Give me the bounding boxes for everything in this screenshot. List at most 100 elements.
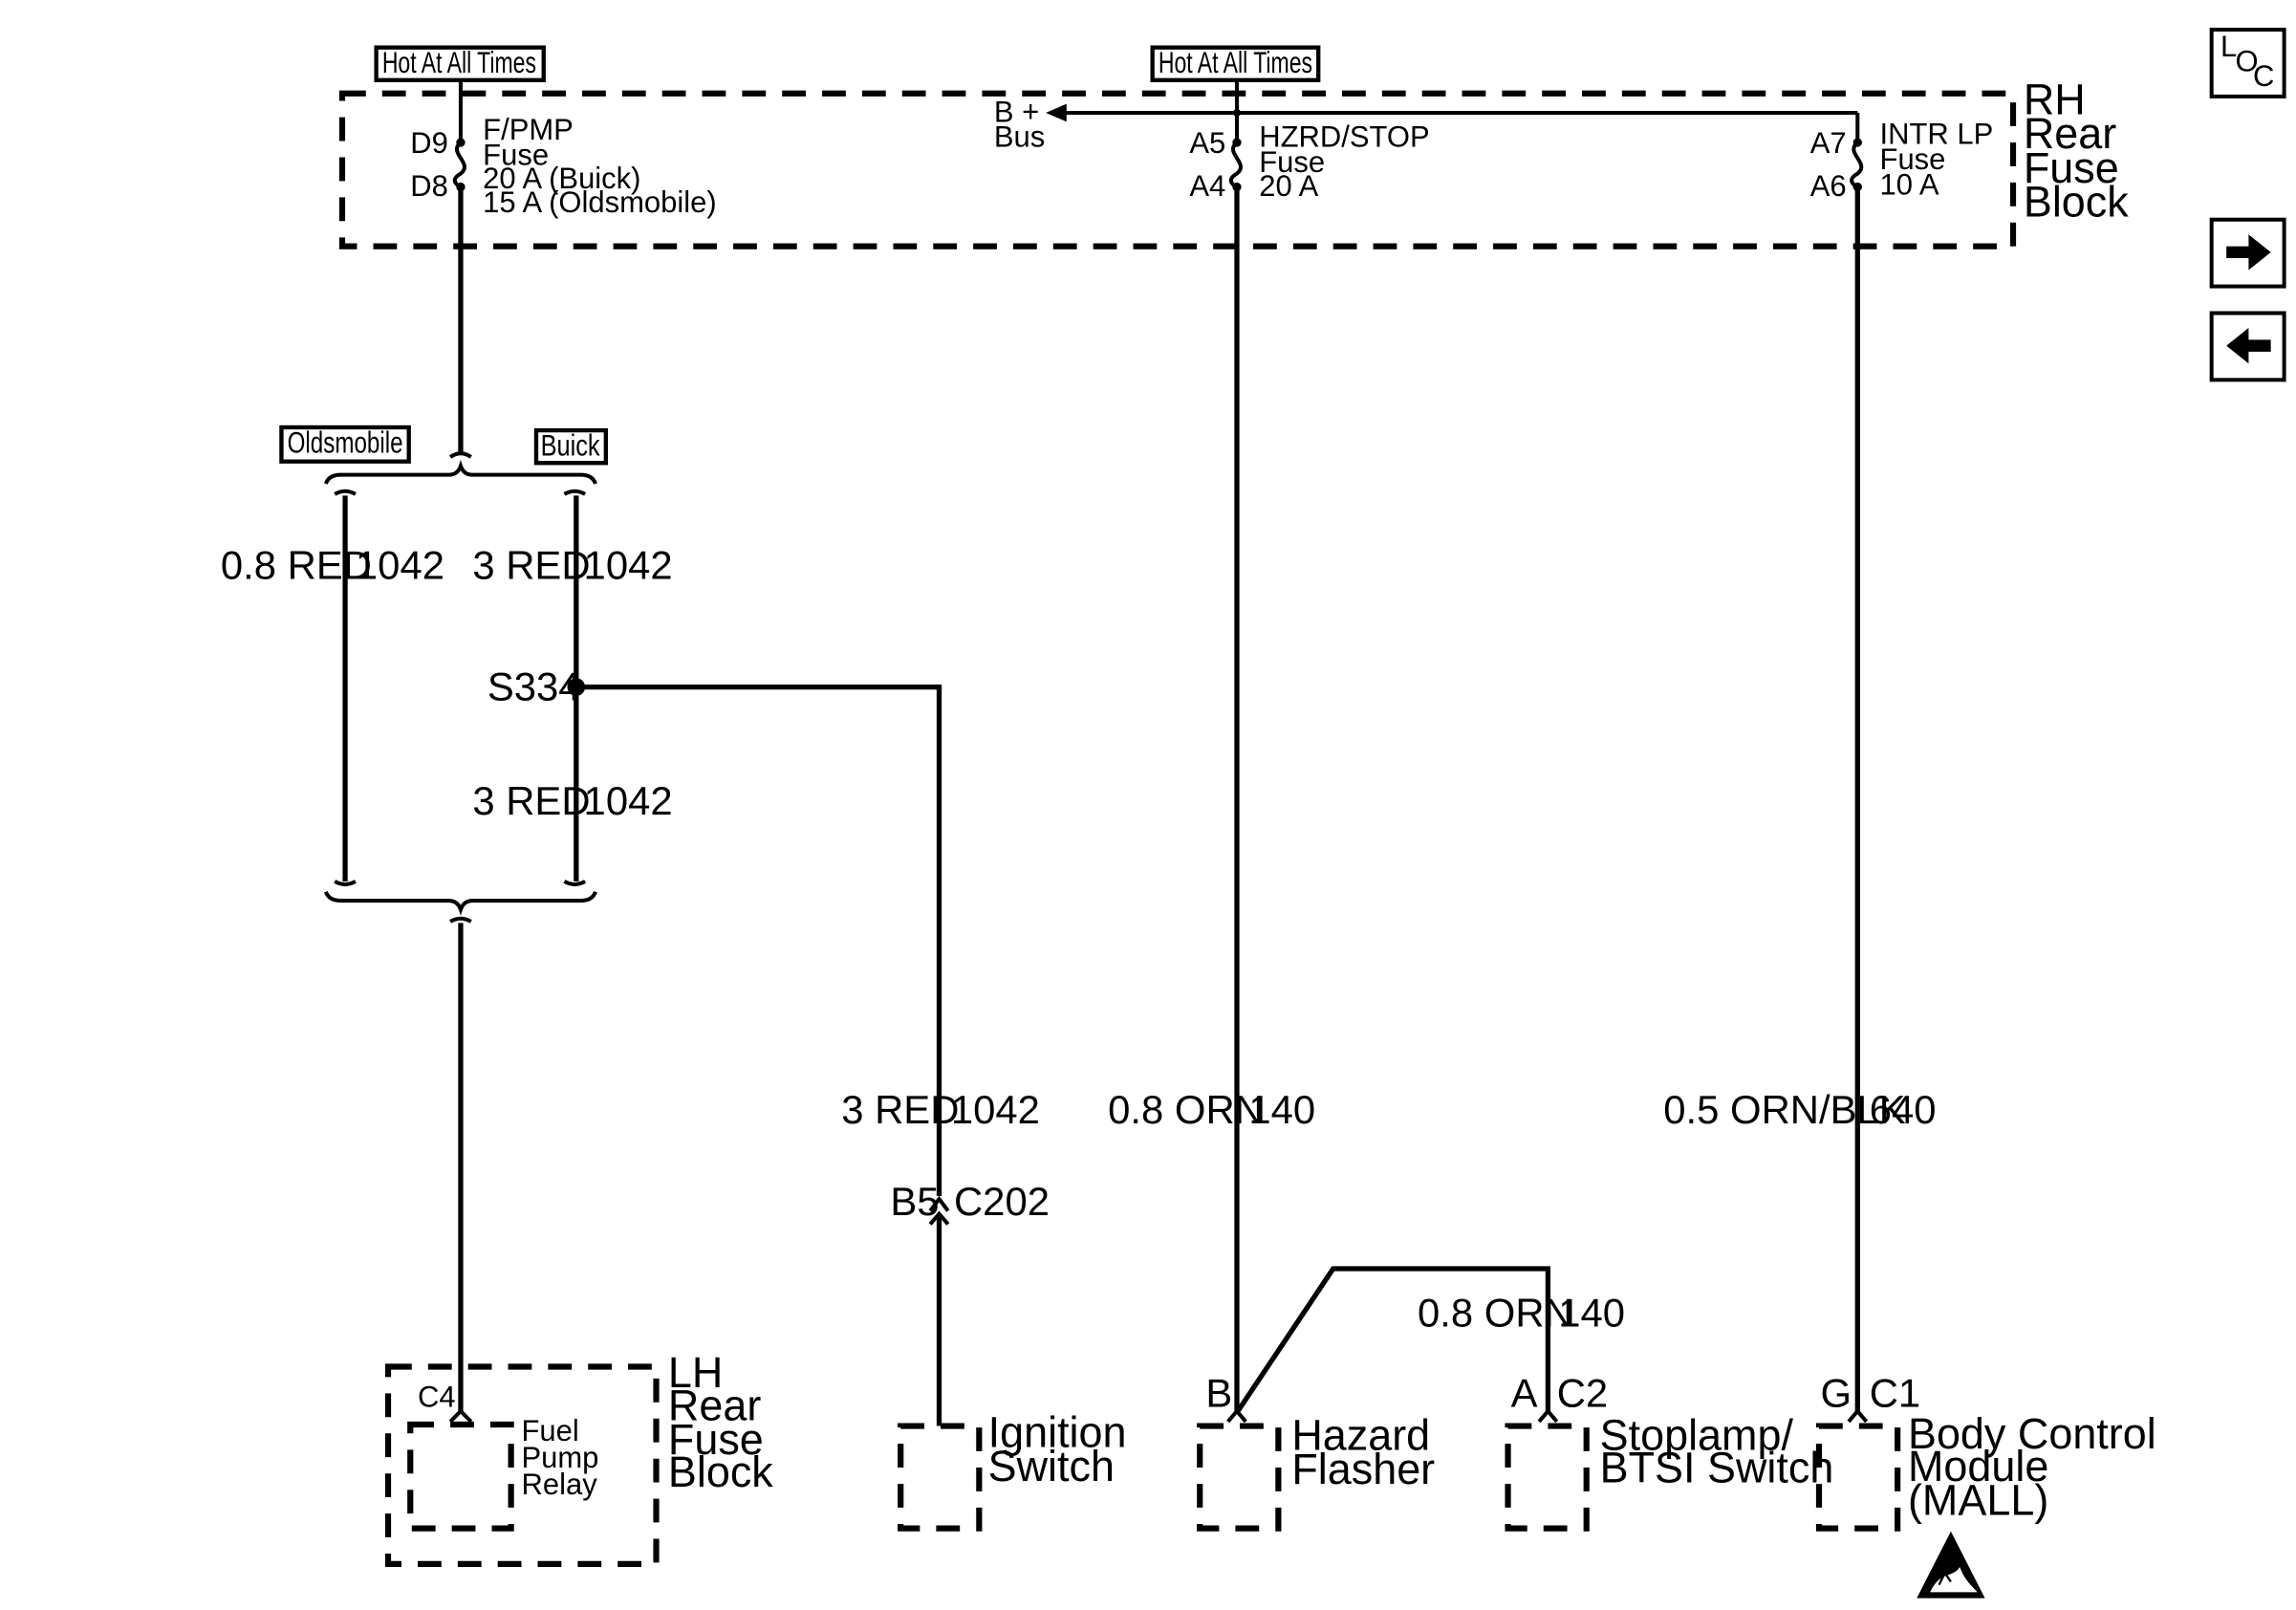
wire-stoplamp-gauge: 0.8 ORN: [1418, 1291, 1573, 1336]
break-buick-top: [563, 489, 587, 496]
svg-text:Buick: Buick: [541, 428, 600, 462]
svg-text:Block: Block: [668, 1447, 773, 1496]
stoplamp-switch-outline: [1505, 1423, 1590, 1532]
loc-letter-c: C: [2253, 59, 2274, 93]
svg-text:RH: RH: [2024, 75, 2086, 123]
svg-text:Fuse: Fuse: [668, 1415, 764, 1464]
wire-to-ignition: [575, 684, 942, 1196]
svg-text:Switch: Switch: [988, 1442, 1115, 1490]
loc-button[interactable]: L O C: [2209, 28, 2286, 98]
wire-hazard-gauge: 0.8 ORN: [1108, 1087, 1264, 1132]
svg-text:Block: Block: [2024, 178, 2129, 227]
svg-text:Fuse: Fuse: [2024, 143, 2119, 192]
fuse-intr-in-pin: A7: [1810, 126, 1847, 160]
break-olds-bottom: [334, 880, 357, 887]
wire-bcm-gauge: 0.5 ORN/BLK: [1663, 1087, 1905, 1132]
svg-text:Body Control: Body Control: [1908, 1409, 2156, 1458]
wire-olds-circuit: 1042: [356, 542, 444, 587]
fuse-hzrd-line-2: Fuse: [1259, 145, 1325, 179]
splice-s334-dot: [567, 678, 586, 696]
hazard-terminal: [1226, 1407, 1247, 1424]
fuse-hzrd-out-pin: A4: [1189, 169, 1225, 203]
wire-ignition-circuit: 1042: [951, 1087, 1040, 1132]
wire-buick-lower-circuit: 1042: [584, 778, 673, 823]
wire-buick-lower-gauge: 3 RED: [472, 778, 590, 823]
fuse-intr-lp: [1850, 138, 1864, 192]
bus-label-bus: Bus: [994, 120, 1045, 154]
hazard-flasher-label: Hazard Flasher: [1291, 1410, 1435, 1493]
wire-buick-upper-circuit: 1042: [584, 542, 673, 587]
bcm-connector-c1: C1: [1870, 1370, 1920, 1415]
option-label-buick: Buick: [533, 427, 608, 466]
fuse-hzrd-line-3: 20 A: [1259, 169, 1318, 203]
wire-bcm-circuit: 640: [1870, 1087, 1937, 1132]
fuse-fpmp-line-2: Fuse: [483, 138, 549, 171]
ignition-switch-outline: [898, 1423, 983, 1532]
svg-text:Ignition: Ignition: [988, 1407, 1127, 1456]
fuse-fpmp: [452, 138, 466, 192]
stoplamp-pin-a: A: [1511, 1370, 1538, 1415]
fuse-intr-line-3: 10 A: [1880, 167, 1939, 201]
bcm-outline: [1815, 1423, 1901, 1532]
fuse-hzrd-in-pin: A5: [1189, 126, 1225, 160]
svg-text:Rear: Rear: [668, 1381, 761, 1429]
option-brace-bottom: [324, 891, 597, 916]
break-olds-top: [334, 489, 357, 496]
connector-c202-symbol: [928, 1195, 950, 1226]
splice-s334-label: S334: [487, 664, 581, 709]
next-page-button[interactable]: [2209, 217, 2286, 289]
fuse-fpmp-line-1: F/PMP: [483, 113, 574, 146]
wire-ignition-gauge: 3 RED: [841, 1087, 959, 1132]
arrow-left-icon: [2226, 328, 2271, 364]
fuse-hzrd-stop: [1228, 138, 1243, 192]
hazard-pin-b: B: [1205, 1370, 1232, 1415]
svg-text:Hazard: Hazard: [1291, 1410, 1430, 1459]
svg-text:(MALL): (MALL): [1908, 1476, 2048, 1525]
fuel-pump-relay-outline: [407, 1421, 514, 1532]
svg-text:Rear: Rear: [2024, 109, 2116, 158]
lh-rear-fuse-block-outline: [384, 1363, 660, 1567]
fuse-intr-line-2: Fuse: [1880, 142, 1946, 176]
arrow-right-icon: [2226, 234, 2271, 271]
rh-rear-fuse-block-label: RH Rear Fuse Block: [2024, 75, 2129, 226]
option-label-oldsmobile: Oldsmobile: [279, 424, 411, 464]
fuse-hzrd-line-1: HZRD/STOP: [1259, 120, 1429, 154]
previous-page-button[interactable]: [2209, 311, 2286, 382]
option-break-bottom: [449, 916, 472, 924]
stoplamp-terminal: [1537, 1407, 1559, 1424]
svg-text:Hot At All Times: Hot At All Times: [382, 46, 536, 79]
fuse-intr-line-1: INTR LP: [1880, 118, 1994, 151]
svg-text:LH: LH: [668, 1348, 723, 1397]
loc-letter-o: O: [2235, 44, 2258, 77]
connector-c202-pin: B5: [890, 1179, 939, 1224]
b-plus-bus: [1046, 103, 1860, 141]
bcm-label: Body Control Module (MALL): [1908, 1409, 2156, 1525]
hot-at-all-times-label-2: Hot At All Times: [1150, 45, 1321, 82]
svg-text:Relay: Relay: [521, 1468, 597, 1501]
wire-hazard-circuit: 140: [1248, 1087, 1315, 1132]
option-break-top: [448, 451, 472, 459]
bcm-pin-g: G: [1821, 1370, 1852, 1415]
break-buick-bottom: [563, 880, 587, 887]
fuse-fpmp-line-4: 15 A (Oldsmobile): [483, 185, 716, 219]
wire-hazard-to-stoplamp: [1234, 1266, 1551, 1415]
loc-letter-l: L: [2220, 30, 2237, 63]
hot-at-all-times-label-1: Hot At All Times: [374, 45, 546, 82]
fuse-fpmp-out-pin: D8: [410, 169, 448, 203]
relay-terminal: [448, 1408, 473, 1424]
lh-rear-fuse-block-label: LH Rear Fuse Block: [668, 1348, 773, 1496]
option-brace-top: [324, 459, 597, 485]
fuse-intr-out-pin: A6: [1810, 169, 1847, 203]
rh-rear-fuse-block-outline: [338, 90, 2017, 250]
svg-text:BTSI Switch: BTSI Switch: [1600, 1443, 1834, 1491]
ignition-switch-label: Ignition Switch: [988, 1407, 1127, 1490]
svg-text:Hot At All Times: Hot At All Times: [1159, 46, 1312, 79]
hazard-flasher-outline: [1197, 1423, 1282, 1532]
fuse-fpmp-line-3: 20 A (Buick): [483, 162, 640, 195]
esd-warning-icon: [1917, 1531, 1985, 1599]
stoplamp-switch-label: Stoplamp/ BTSI Switch: [1600, 1410, 1834, 1491]
bus-label-bplus: B +: [994, 95, 1039, 128]
stoplamp-connector-c2: C2: [1557, 1370, 1608, 1415]
lh-connector-c4: C4: [418, 1380, 456, 1413]
